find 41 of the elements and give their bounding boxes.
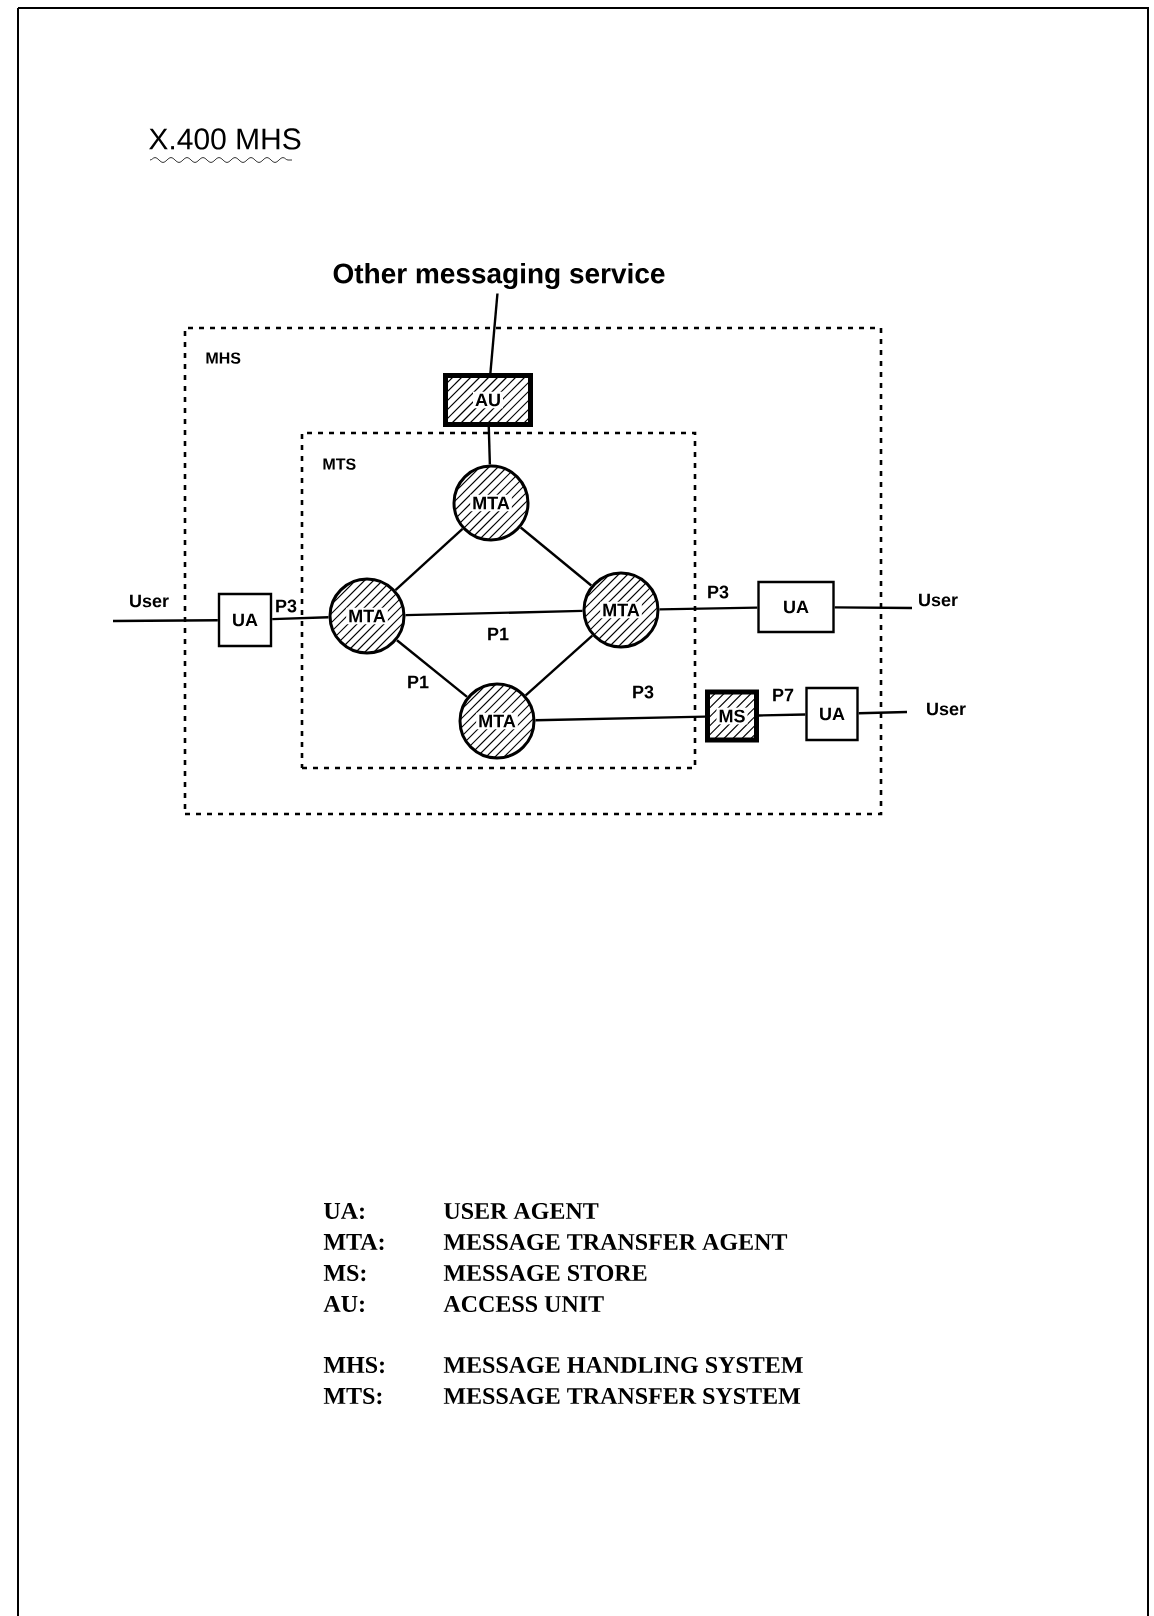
connector <box>659 606 758 611</box>
connector <box>524 634 594 697</box>
definition: MESSAGE TRANSFER AGENT <box>443 1233 788 1251</box>
connector <box>396 639 468 698</box>
edge-label: P3 <box>630 683 656 701</box>
connector <box>405 609 583 617</box>
edge-label: User <box>127 592 171 610</box>
edge-label: User <box>916 591 960 609</box>
abbreviation: MHS: <box>323 1356 384 1374</box>
title: X.400 MHS <box>149 128 301 150</box>
edge-label: P1 <box>485 625 511 643</box>
definition: ACCESS UNIT <box>443 1295 604 1313</box>
definition: MESSAGE TRANSFER SYSTEM <box>443 1387 801 1405</box>
edge-label: P1 <box>405 673 431 691</box>
hatched-box: AU <box>443 373 533 427</box>
edge-label: P3 <box>705 583 731 601</box>
connector <box>535 715 706 722</box>
abbreviation: MTS: <box>323 1387 382 1405</box>
service-label: Other messaging service <box>333 262 665 290</box>
edge-label: User <box>924 700 968 718</box>
edge-label: P3 <box>273 597 299 615</box>
connector <box>834 606 912 610</box>
connector <box>858 710 908 715</box>
edge-label: P7 <box>770 686 796 704</box>
connector <box>487 426 492 465</box>
definition: MESSAGE STORE <box>443 1264 647 1282</box>
connector <box>758 713 806 717</box>
agent-box: UA <box>217 592 273 648</box>
connector <box>272 616 329 621</box>
definition: MESSAGE HANDLING SYSTEM <box>443 1356 803 1374</box>
definition: USER AGENT <box>444 1202 599 1220</box>
abbreviation: AU: <box>323 1295 364 1313</box>
connector <box>113 619 218 623</box>
agent-box: UA <box>805 686 859 742</box>
abbreviation: UA: <box>324 1202 364 1220</box>
connector <box>519 526 593 587</box>
abbreviation: MS: <box>323 1264 366 1282</box>
abbreviation: MTA: <box>323 1233 384 1251</box>
agent-box: UA <box>757 580 835 634</box>
connector <box>489 293 499 374</box>
connector <box>394 528 464 591</box>
